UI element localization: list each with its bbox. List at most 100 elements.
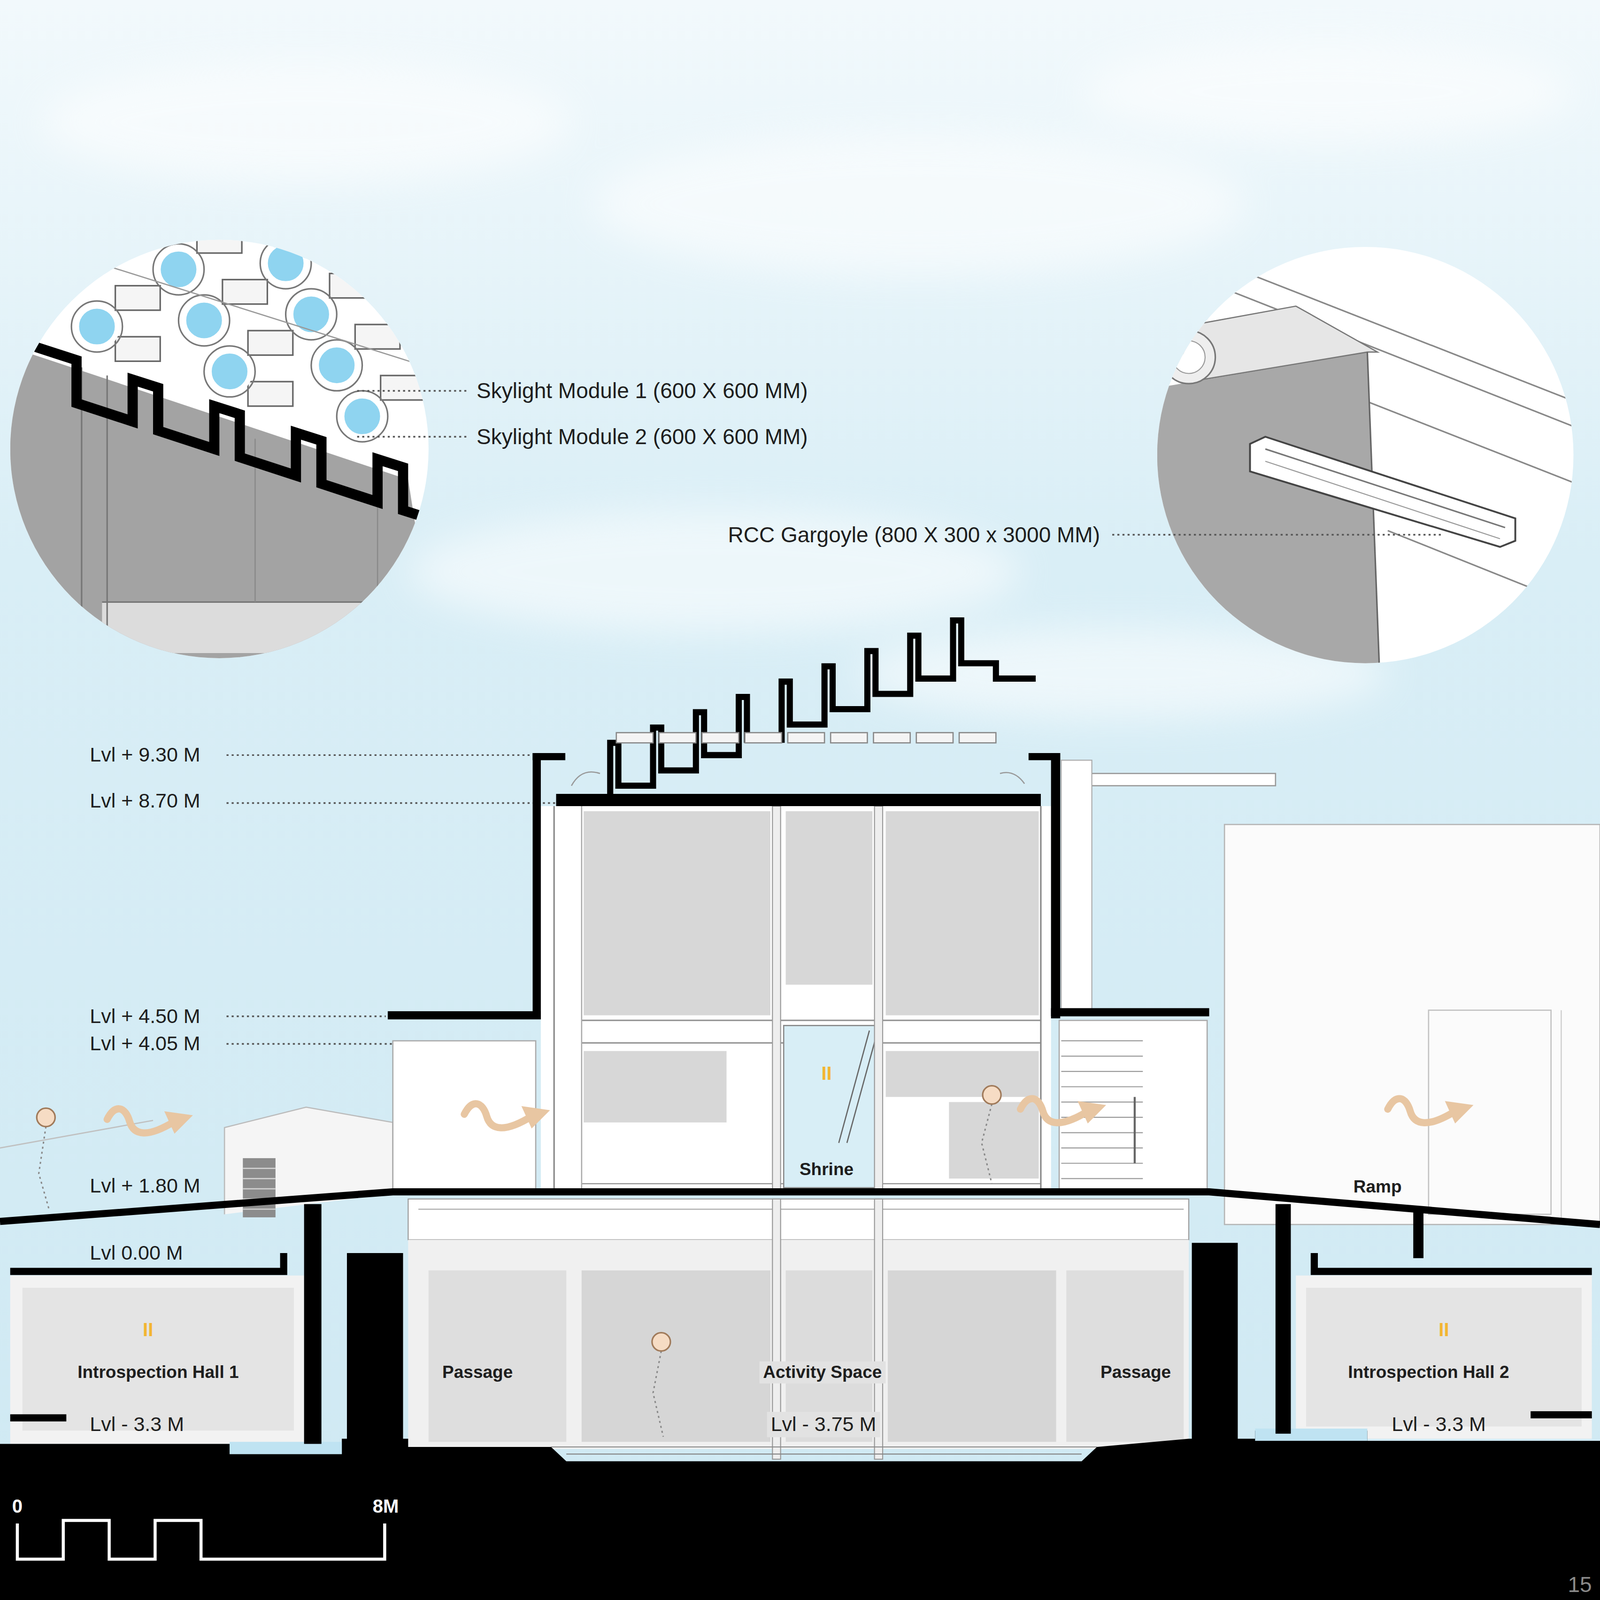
tower-section bbox=[532, 753, 541, 1019]
basement-section bbox=[1192, 1242, 1239, 1442]
wind-arrows bbox=[1020, 1098, 1107, 1124]
context-buildings bbox=[242, 1158, 276, 1218]
level-label: Lvl + 4.50 M bbox=[89, 1004, 200, 1028]
level-label: Lvl - 3.75 M bbox=[767, 1411, 881, 1437]
tower-section bbox=[772, 806, 781, 1193]
scale-bar bbox=[17, 1520, 385, 1560]
basement-section bbox=[407, 1239, 1189, 1450]
context-buildings bbox=[1061, 1147, 1143, 1149]
tower-section bbox=[581, 806, 583, 1193]
tower-section bbox=[874, 806, 883, 1193]
sun-path-icons bbox=[38, 1126, 50, 1210]
context-buildings bbox=[1061, 1177, 1143, 1179]
sun-path-icons bbox=[982, 1085, 1001, 1105]
tower-section bbox=[873, 732, 910, 744]
context-buildings bbox=[1076, 773, 1276, 786]
skylight-detail-callout bbox=[222, 279, 268, 305]
level-label: Lvl + 4.05 M bbox=[89, 1032, 200, 1056]
tower-section bbox=[838, 1030, 870, 1143]
context-buildings bbox=[1061, 1131, 1143, 1133]
leader-lines bbox=[226, 754, 533, 756]
tower-section bbox=[830, 732, 868, 744]
level-label: Lvl 0.00 M bbox=[89, 1241, 183, 1265]
tower-section bbox=[532, 753, 566, 761]
skylight-detail-callout bbox=[196, 228, 242, 254]
basement-section bbox=[1413, 1212, 1424, 1259]
skylight-detail-callout bbox=[285, 288, 338, 340]
scale-label: 8M bbox=[372, 1495, 400, 1517]
skylight-detail-callout bbox=[247, 330, 293, 355]
basement-section bbox=[1254, 1428, 1368, 1441]
basement-section bbox=[10, 1414, 67, 1422]
skylight-detail-callout bbox=[153, 243, 205, 295]
level-label: Lvl - 3.3 M bbox=[1391, 1412, 1486, 1436]
context-buildings bbox=[1061, 1070, 1143, 1072]
basement-section bbox=[581, 1270, 771, 1442]
tower-section bbox=[948, 1101, 1039, 1179]
skylight-detail-callout bbox=[329, 273, 375, 298]
level-label: Lvl - 3.3 M bbox=[89, 1412, 185, 1436]
tower-section bbox=[556, 793, 1041, 807]
leader-lines bbox=[226, 802, 557, 804]
leader-lines bbox=[357, 390, 467, 392]
level-label: Lvl + 1.80 M bbox=[89, 1174, 200, 1198]
skylight-detail-callout bbox=[247, 381, 293, 407]
basement-section bbox=[551, 1446, 1098, 1454]
context-buildings bbox=[1061, 760, 1092, 1010]
room-label: Introspection Hall 2 bbox=[1347, 1362, 1509, 1383]
tower-section bbox=[616, 732, 654, 744]
basement-section bbox=[887, 1270, 1057, 1442]
tower-section bbox=[787, 732, 825, 744]
basement-section bbox=[10, 1204, 1593, 1445]
tower-section bbox=[540, 806, 1052, 1193]
skylight-detail-callout bbox=[35, 346, 429, 519]
tower-section bbox=[745, 732, 782, 744]
tower-section bbox=[1051, 1007, 1210, 1016]
basement-section bbox=[1275, 1204, 1292, 1434]
tower-section bbox=[571, 771, 600, 786]
basement-section bbox=[1066, 1270, 1184, 1442]
sun-path-icons bbox=[981, 1104, 993, 1185]
wind-arrows bbox=[107, 1108, 193, 1134]
tower-section bbox=[785, 811, 873, 985]
sun-path-icons bbox=[652, 1332, 671, 1352]
tower-section bbox=[387, 1011, 541, 1020]
skylight-detail-callout bbox=[311, 339, 363, 392]
space-marker: II bbox=[142, 1318, 154, 1341]
skylight-detail-callout bbox=[71, 300, 123, 353]
context-buildings bbox=[1061, 1101, 1143, 1103]
skylight-detail-callout bbox=[354, 324, 400, 349]
gargoyle-detail-callout bbox=[1157, 260, 1593, 674]
tower-section bbox=[701, 732, 739, 744]
context-buildings bbox=[1061, 1086, 1143, 1088]
level-label: Lvl + 8.70 M bbox=[89, 789, 200, 813]
room-label: Activity Space bbox=[759, 1361, 886, 1384]
tower-section bbox=[846, 1038, 876, 1144]
basement-section bbox=[1306, 1287, 1582, 1427]
tower-section bbox=[1039, 806, 1042, 1193]
skylight-detail-callout bbox=[316, 345, 358, 386]
callout-label: RCC Gargoyle (800 X 300 x 3000 MM) bbox=[727, 522, 1100, 547]
wind-arrows bbox=[107, 1098, 1474, 1134]
tower-section bbox=[571, 771, 1025, 786]
tower-section bbox=[783, 1025, 876, 1188]
tower-section bbox=[387, 753, 1210, 1020]
context-buildings bbox=[1133, 1096, 1136, 1163]
room-label: Ramp bbox=[1353, 1176, 1402, 1197]
skylight-detail-callout bbox=[101, 601, 439, 654]
basement-section bbox=[1314, 1253, 1592, 1272]
skylight-detail-callout bbox=[101, 601, 439, 603]
context-buildings bbox=[242, 1167, 276, 1170]
skylight-detail-callout bbox=[209, 351, 251, 393]
skylight-detail-callout bbox=[183, 300, 225, 341]
context-buildings bbox=[242, 1208, 276, 1210]
context-buildings bbox=[1560, 1010, 1562, 1225]
skylight-detail-callout bbox=[265, 242, 307, 284]
basement-section bbox=[1530, 1411, 1592, 1419]
context-buildings bbox=[242, 1177, 276, 1180]
callout-label: Skylight Module 2 (600 X 600 MM) bbox=[476, 424, 808, 450]
space-marker: II bbox=[1438, 1318, 1449, 1341]
